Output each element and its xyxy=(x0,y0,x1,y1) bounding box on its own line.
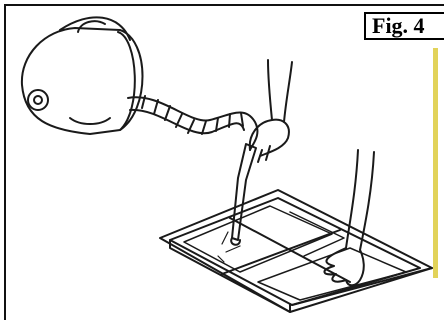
filter-tray xyxy=(160,190,432,312)
vacuum-hose xyxy=(128,96,257,150)
figure-label: Fig. 4 xyxy=(364,12,444,40)
left-hand xyxy=(250,60,292,162)
accent-bar xyxy=(433,48,438,278)
vacuum-body xyxy=(22,17,143,134)
